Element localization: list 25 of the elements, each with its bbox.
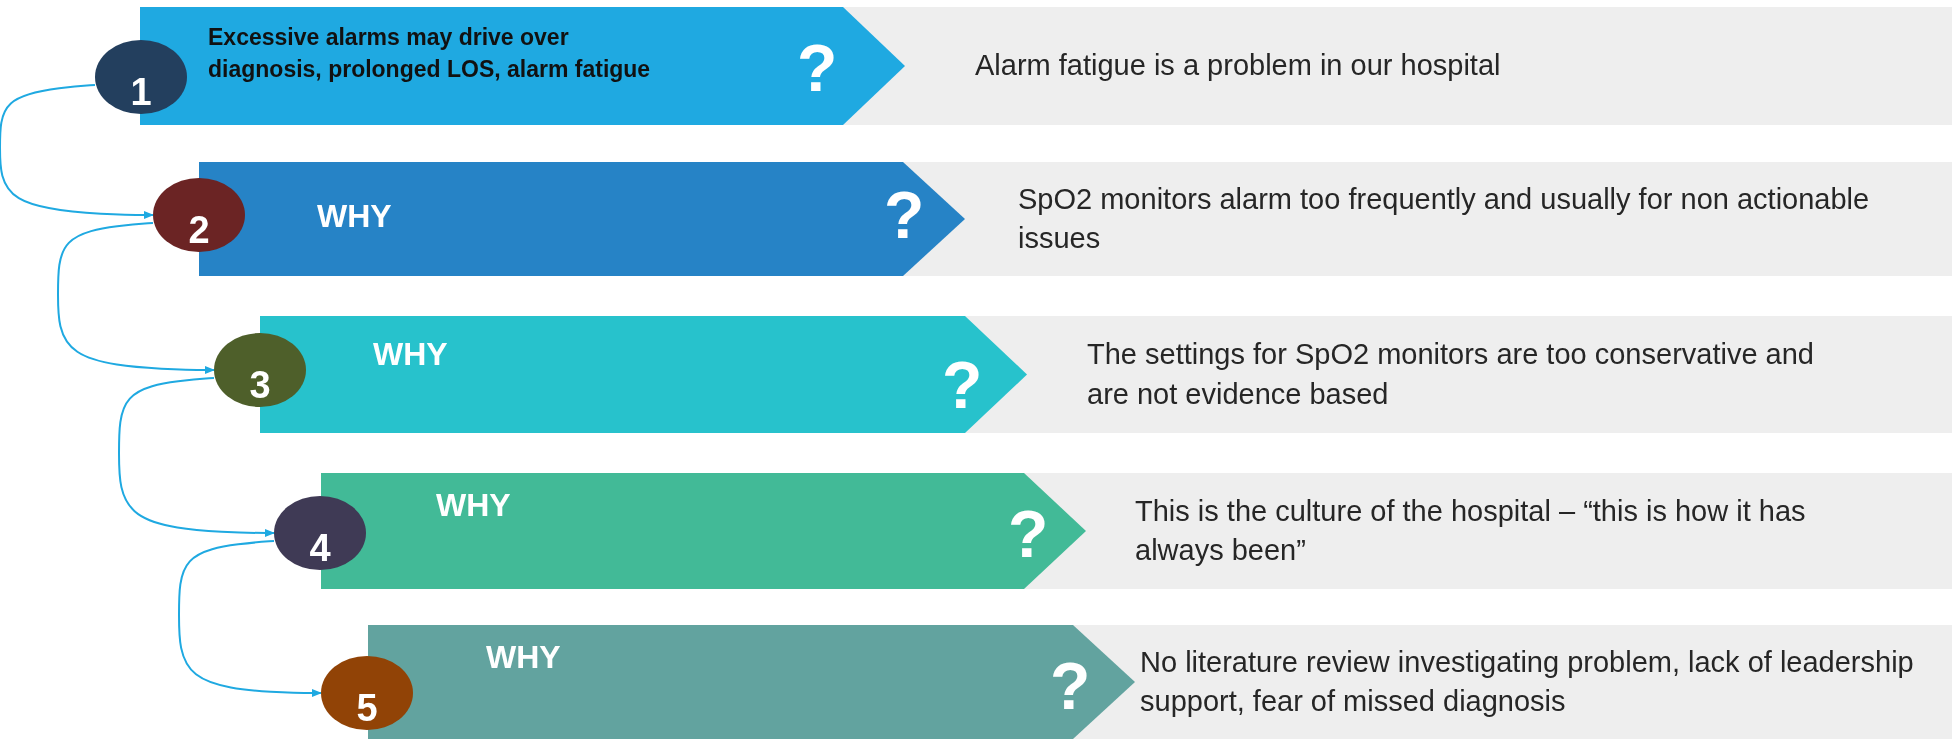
number-circle: 5 [321,656,413,730]
question-mark: ? [1050,653,1091,719]
problem-statement: Excessive alarms may drive over diagnosis, prolonged LOS, alarm fatigue [208,23,652,85]
connector-arrow [118,377,275,537]
question-mark: ? [942,352,983,418]
answer-text: No literature review investigating problem, lack of leadership support, fear of missed diagnosis [1140,644,1915,719]
why-label: WHY [317,198,392,235]
number-circle: 3 [214,333,306,407]
connector-arrow [57,222,215,374]
answer-text: Alarm fatigue is a problem in our hospital [975,48,1501,84]
question-mark: ? [1008,501,1049,567]
answer-text: SpO2 monitors alarm too frequently and usually for non actionable issues [1018,181,1871,256]
connector-arrow [178,540,322,697]
answer-panel [843,7,1952,125]
why-label: WHY [486,639,561,676]
number-circle: 1 [95,40,187,114]
why-label: WHY [373,336,448,373]
number-circle: 2 [153,178,245,252]
question-mark: ? [797,35,838,101]
answer-text: The settings for SpO2 monitors are too conservative and are not evidence based [1087,337,1815,412]
connector-arrow [0,84,154,219]
number-circle: 4 [274,496,366,570]
why-label: WHY [436,487,511,524]
answer-text: This is the culture of the hospital – “this is how it has always been” [1135,493,1807,568]
question-mark: ? [884,182,925,248]
